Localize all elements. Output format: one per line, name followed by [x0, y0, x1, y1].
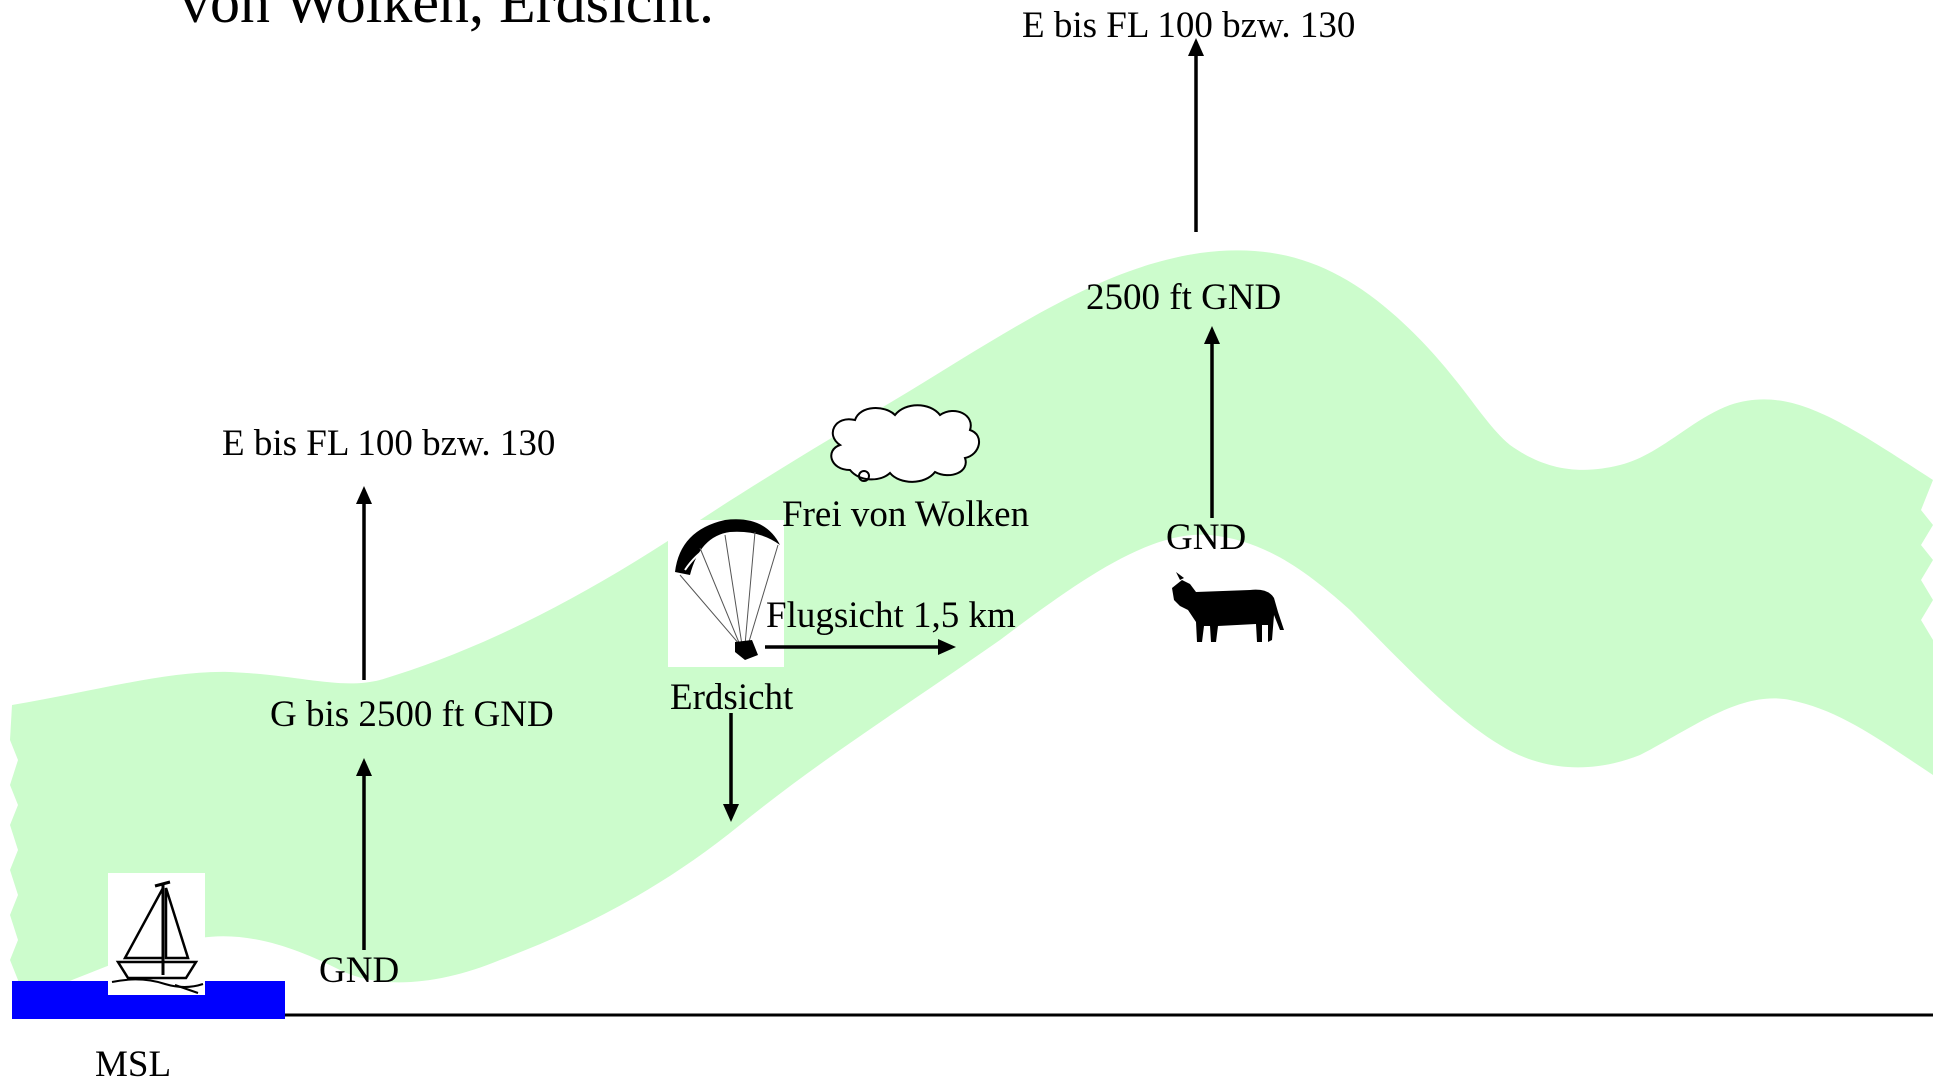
arrow-up-left-lower-head	[356, 758, 372, 776]
arrow-down-erdsicht-head	[723, 804, 739, 822]
sailboat-icon	[108, 873, 205, 995]
label-frei-von-wolken: Frei von Wolken	[782, 494, 1029, 535]
airspace-g-band	[10, 250, 1933, 1000]
label-erdsicht: Erdsicht	[670, 677, 794, 718]
arrow-up-top-head	[1188, 38, 1204, 56]
arrow-up-mountain-head	[1204, 326, 1220, 344]
cow-icon	[1172, 572, 1284, 642]
label-msl: MSL	[95, 1044, 171, 1079]
cloud-icon	[830, 404, 980, 483]
title-fragment: von Wolken, Erdsicht.	[180, 0, 714, 35]
label-gnd-left: GND	[319, 950, 399, 991]
arrow-up-left-upper-head	[356, 486, 372, 504]
label-top-airspace-e: E bis FL 100 bzw. 130	[1022, 5, 1355, 46]
label-gnd-mountain: GND	[1166, 517, 1246, 558]
label-mountain-2500ft: 2500 ft GND	[1086, 277, 1281, 318]
label-left-airspace-e: E bis FL 100 bzw. 130	[222, 423, 555, 464]
label-flugsicht: Flugsicht 1,5 km	[766, 595, 1016, 636]
arrow-right-flugsicht-head	[938, 639, 956, 655]
paraglider-icon	[668, 519, 784, 667]
label-class-g: G bis 2500 ft GND	[270, 694, 554, 735]
